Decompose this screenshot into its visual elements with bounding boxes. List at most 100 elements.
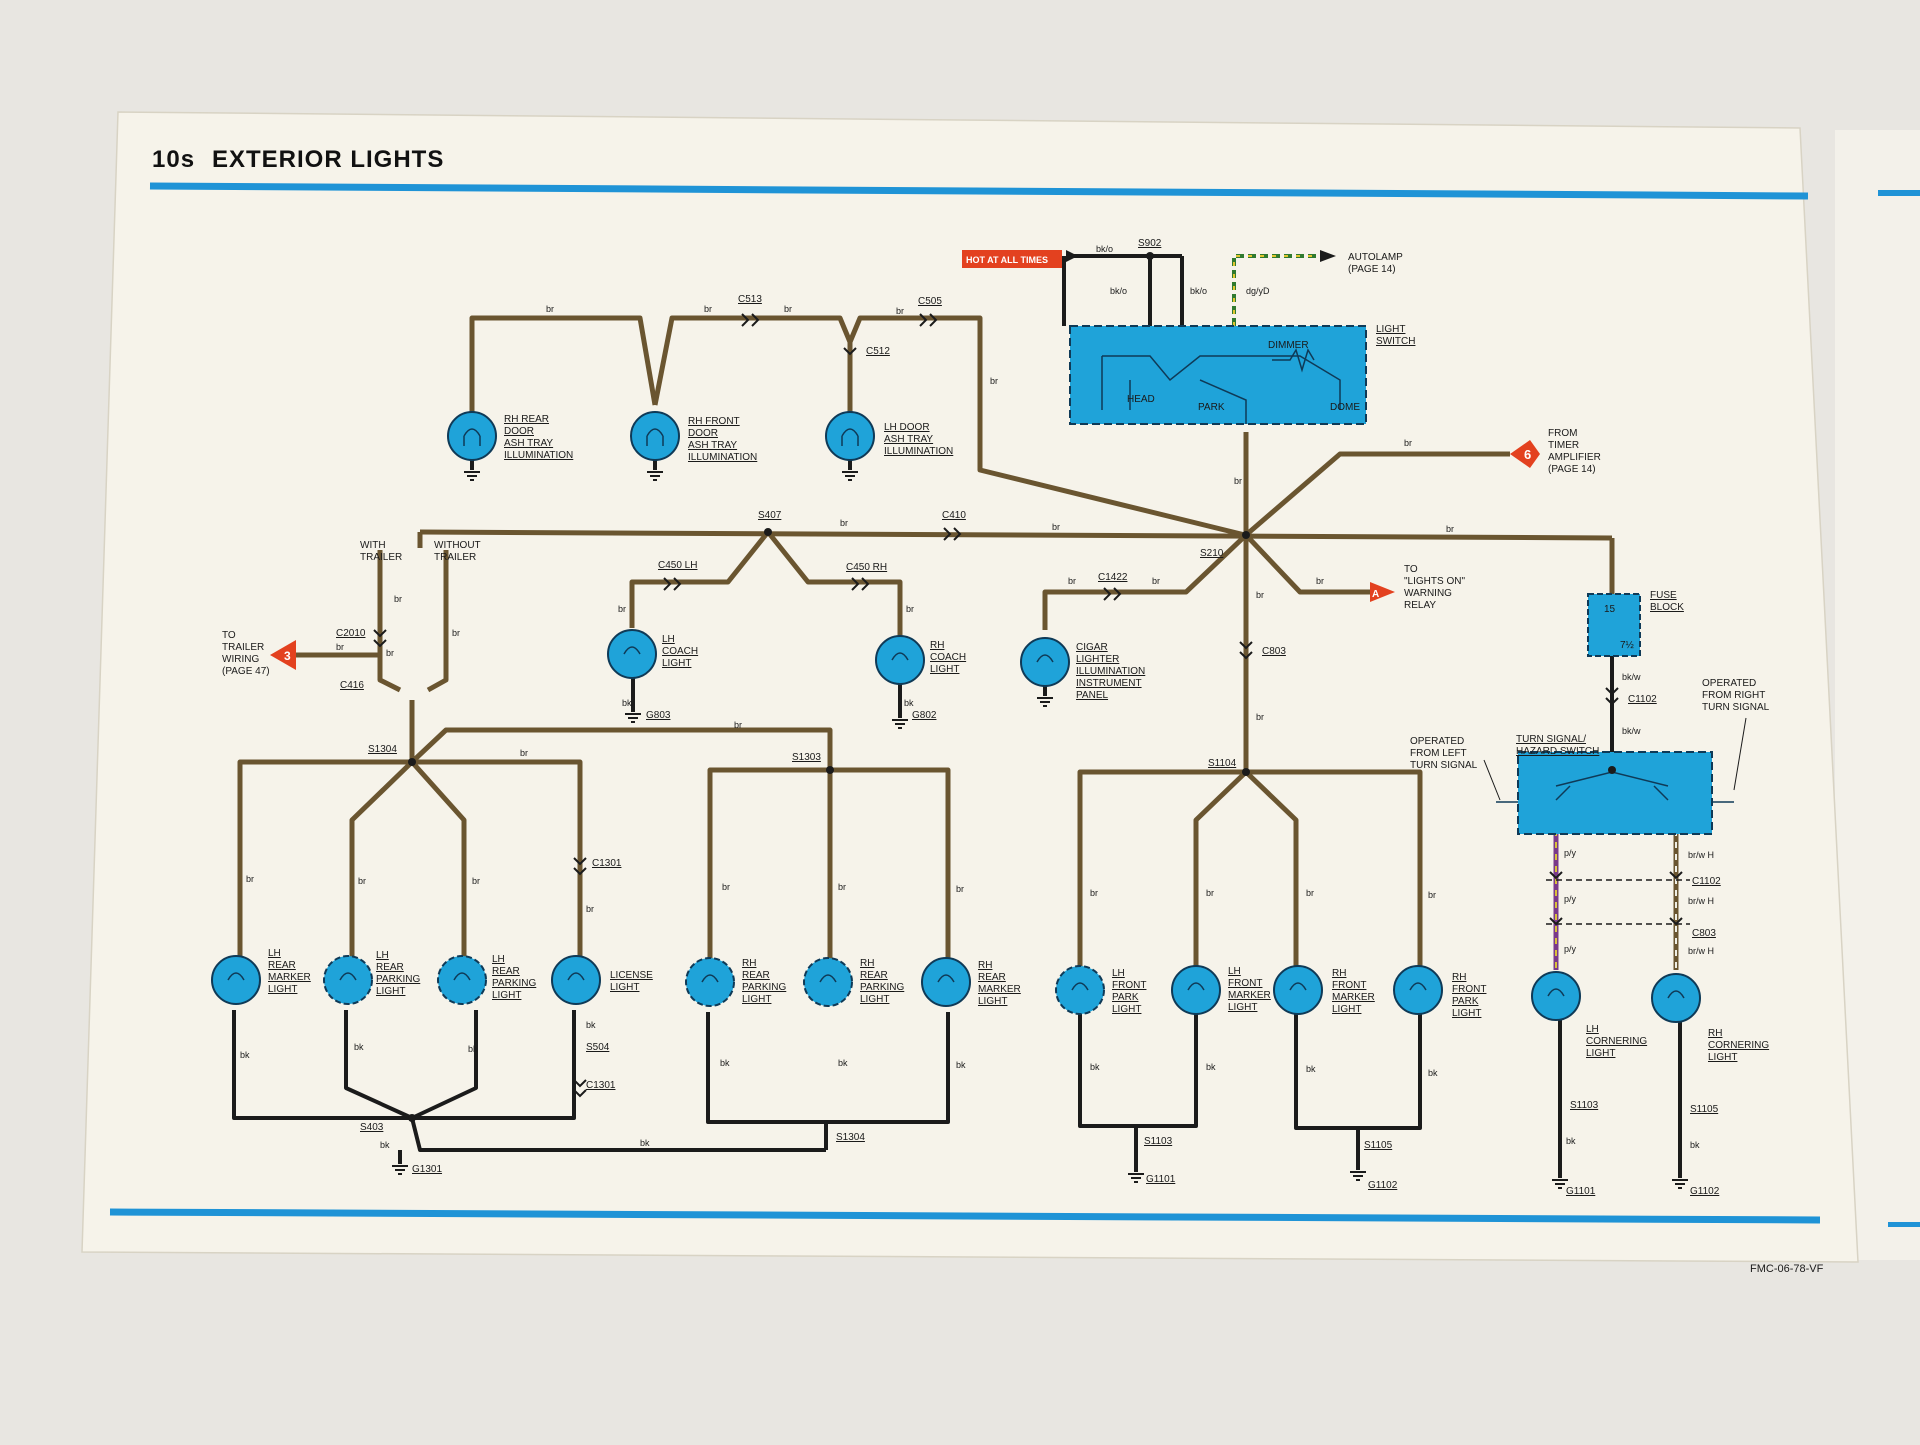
s1105: S1105 [1364, 1140, 1393, 1151]
f3-l4: LIGHT [1452, 1008, 1481, 1019]
ash1-l3: ASH TRAY [504, 438, 553, 449]
wl-bk-10: bk [1090, 1062, 1100, 1072]
page-title: EXTERIOR LIGHTS [212, 146, 444, 173]
warning-label-3: WARNING [1404, 588, 1452, 599]
lamp-rh-rear-marker [921, 957, 971, 1007]
trailer-label-4: (PAGE 47) [222, 666, 270, 677]
ash2-l4: ILLUMINATION [688, 452, 757, 463]
wire-rh-rear-ash [469, 315, 658, 412]
ground-return [410, 1117, 826, 1152]
lamp-group [211, 411, 1701, 1023]
without-trailer-1: WITHOUT [434, 540, 481, 551]
lamp-rh-coach [875, 635, 925, 685]
s407: S407 [758, 510, 782, 521]
wl-9: br [1052, 522, 1060, 532]
wire-ash-trays [652, 315, 1246, 538]
wl-bk-13: bk [1428, 1068, 1438, 1078]
wire-bko-2: bk/o [1110, 286, 1127, 296]
wire-lh-rear-park1 [349, 760, 414, 958]
hot-arrow [1066, 250, 1078, 262]
with-trailer-1: WITH [360, 540, 386, 551]
c803: C803 [1262, 646, 1286, 657]
ash3-l1: LH DOOR [884, 422, 930, 433]
left-note-arrow [1483, 759, 1501, 801]
wl-1: br [546, 304, 554, 314]
warning-tag-shape [1370, 582, 1395, 602]
lamp-lh-front-marker [1171, 965, 1221, 1015]
rear-lamp-labels: LH REAR MARKER LIGHT LH REAR PARKING LIG… [268, 948, 1021, 1007]
wl-5: br [990, 376, 998, 386]
wl-34: br [1428, 890, 1436, 900]
r2-l1: LH [492, 954, 505, 965]
lamp-filaments [227, 428, 1685, 999]
wire-timer [1244, 451, 1510, 537]
wl-brwh-3: br/w H [1688, 946, 1714, 956]
fuse-amp: 15 [1604, 604, 1616, 615]
wl-bk-1: bk [240, 1050, 250, 1060]
trailer-label-3: WIRING [222, 654, 259, 665]
r2-l2: REAR [492, 966, 520, 977]
wire-autolamp [1232, 254, 1320, 326]
r1-l3: PARKING [376, 974, 420, 985]
wl-py-1: p/y [1564, 848, 1577, 858]
wire-lights-on [1244, 533, 1370, 595]
turn-hazard-switch-box [1517, 751, 1713, 835]
coach-lamp-labels: LH COACH LIGHT RH COACH LIGHT CIGAR LIGH… [662, 634, 1145, 701]
connector-dash-lines [1546, 879, 1690, 925]
g1301: G1301 [412, 1164, 442, 1175]
r2-l4: LIGHT [492, 990, 521, 1001]
lh-coach-l3: LIGHT [662, 658, 691, 669]
warning-label-4: RELAY [1404, 600, 1436, 611]
f1-l3: MARKER [1228, 990, 1271, 1001]
wl-28: br [722, 882, 730, 892]
r3-l1: LICENSE [610, 970, 653, 981]
s504: S504 [586, 1042, 610, 1053]
ash1-l2: DOOR [504, 426, 534, 437]
wl-bk-7: bk [956, 1060, 966, 1070]
right-note-1: OPERATED [1702, 678, 1756, 689]
c803b: C803 [1692, 928, 1716, 939]
r6-l4: LIGHT [978, 996, 1007, 1007]
wl-19: br [452, 628, 460, 638]
lamp-lh-front-park [1055, 965, 1105, 1015]
wl-6: br [1404, 438, 1412, 448]
r6-l1: RH [978, 960, 992, 971]
c1-l3: LIGHT [1708, 1052, 1737, 1063]
wire-rear-right-feed [410, 727, 833, 968]
c450lh: C450 LH [658, 560, 697, 571]
light-switch-label-2: SWITCH [1376, 336, 1415, 347]
wire-cigar [1042, 533, 1248, 630]
wl-18: br [394, 594, 402, 604]
wl-bkw-1: bk/w [1622, 672, 1641, 682]
br-wire-group [237, 315, 1615, 1010]
wl-15: br [1256, 712, 1264, 722]
wire-without-trailer [426, 550, 449, 693]
r1-l1: LH [376, 950, 389, 961]
warning-tag-letter: A [1372, 589, 1379, 600]
s1103b: S1103 [1570, 1100, 1599, 1111]
s1104: S1104 [1208, 758, 1237, 769]
s1304: S1304 [368, 744, 397, 755]
warning-label-2: "LIGHTS ON" [1404, 576, 1465, 587]
front-lamp-labels: LH FRONT PARK LIGHT LH FRONT MARKER LIGH… [1112, 966, 1486, 1019]
trailer-tag-shape [270, 640, 296, 670]
switch-dome-label: DOME [1330, 402, 1360, 413]
r4-l2: REAR [742, 970, 770, 981]
s1105b: S1105 [1690, 1104, 1719, 1115]
next-page-rule [1878, 190, 1920, 196]
c1-l2: CORNERING [1708, 1040, 1769, 1051]
f2-l3: MARKER [1332, 992, 1375, 1003]
c505: C505 [918, 296, 942, 307]
wl-bk-5: bk [720, 1058, 730, 1068]
wl-12: br [1152, 576, 1160, 586]
wire-color-labels: br br br br br br br br br br br br br b… [240, 304, 1714, 1150]
c1-l1: RH [1708, 1028, 1722, 1039]
c416: C416 [340, 680, 364, 691]
ash1-l4: ILLUMINATION [504, 450, 573, 461]
header-rule [149, 182, 1809, 200]
cigar-l1: CIGAR [1076, 642, 1108, 653]
r6-l3: MARKER [978, 984, 1021, 995]
r0-l1: LH [268, 948, 281, 959]
section-number: 10s [152, 146, 195, 173]
